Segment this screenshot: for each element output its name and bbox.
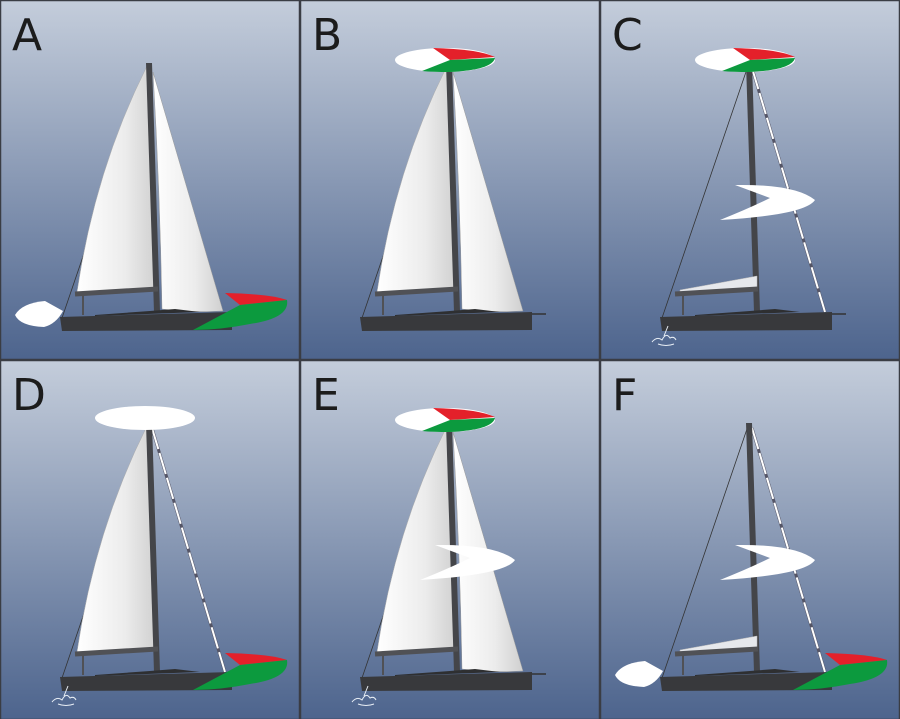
panel-label: A — [12, 10, 42, 61]
main-sail — [376, 65, 458, 293]
cabin — [695, 669, 800, 676]
backstay — [661, 425, 749, 679]
anchor-icon — [651, 325, 677, 346]
hull — [60, 672, 232, 691]
boom — [674, 646, 759, 657]
cabin — [695, 309, 800, 316]
boom — [74, 286, 159, 297]
boom — [74, 646, 159, 657]
cabin — [395, 669, 500, 676]
boom — [374, 646, 459, 657]
sidelight-green — [193, 300, 288, 330]
boom — [374, 286, 459, 297]
mast — [446, 63, 460, 312]
hull — [360, 312, 532, 331]
mast — [146, 423, 160, 672]
cabin — [395, 309, 500, 316]
panel-label: F — [612, 370, 637, 421]
hull — [660, 672, 832, 691]
anchor-icon — [51, 685, 77, 706]
sidelight-green — [193, 660, 288, 690]
steaming-light — [720, 184, 815, 220]
anchor-icon — [351, 685, 377, 706]
boom — [674, 286, 759, 297]
panel-f: F — [599, 359, 900, 719]
panel-a: A — [0, 0, 301, 361]
tricolor-light-green-sector — [422, 418, 495, 432]
backstay — [661, 65, 749, 319]
panel-e: E — [299, 359, 601, 719]
mast — [146, 63, 160, 312]
sidelight-red — [225, 293, 287, 305]
cabin — [95, 669, 200, 676]
cabin — [95, 309, 200, 316]
tricolor-light-red-sector — [733, 48, 795, 60]
steaming-light — [720, 544, 815, 580]
sidelight-green — [793, 660, 888, 690]
panel-label: B — [312, 10, 342, 61]
stern-light — [615, 661, 663, 687]
panel-c: C — [599, 0, 900, 361]
furled-jib — [751, 427, 826, 673]
tricolor-light-red-sector — [433, 48, 495, 60]
steaming-light — [420, 544, 515, 580]
jib-sail — [452, 71, 524, 312]
panel-b: B — [299, 0, 601, 361]
furled-jib — [751, 67, 826, 313]
furled-jib — [151, 427, 226, 673]
panel-label: E — [312, 370, 340, 421]
sidelight-red — [825, 653, 887, 665]
hull — [660, 312, 832, 331]
jib-sail — [152, 71, 224, 312]
main-sail — [76, 425, 158, 653]
tricolor-light-red-sector — [433, 408, 495, 420]
main-sail — [76, 65, 158, 293]
panel-label: C — [612, 10, 643, 61]
panel-d: D — [0, 359, 301, 719]
stern-light — [15, 301, 63, 327]
tricolor-light-green-sector — [722, 58, 795, 72]
main-sail — [376, 425, 458, 653]
hull — [60, 312, 232, 331]
tricolor-light-green-sector — [422, 58, 495, 72]
all-round-white-light — [95, 406, 195, 430]
panel-label: D — [12, 370, 46, 421]
sidelight-red — [225, 653, 287, 665]
hull — [360, 672, 532, 691]
